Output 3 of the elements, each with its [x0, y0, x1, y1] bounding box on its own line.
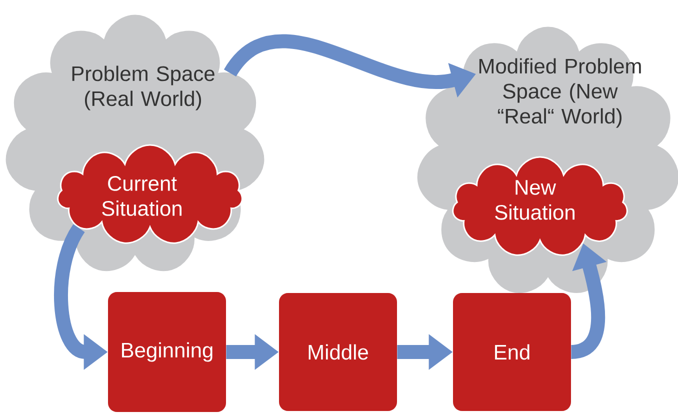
process-box: Beginning — [108, 292, 226, 412]
process-box: End — [453, 293, 571, 411]
process-box: Middle — [279, 293, 397, 411]
